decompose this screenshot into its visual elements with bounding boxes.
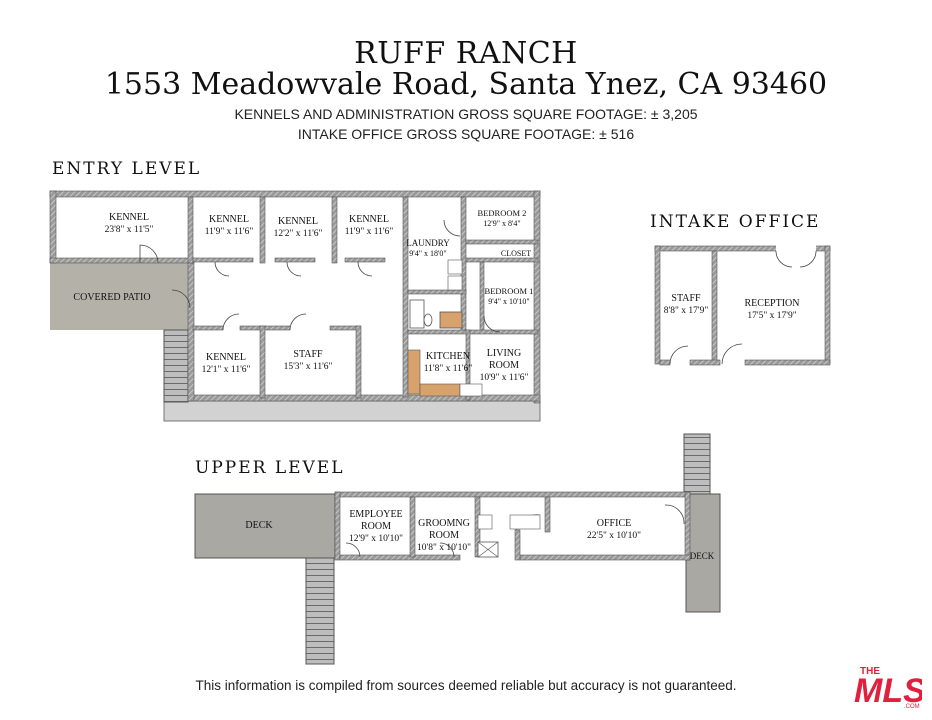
upper-level-plan: DECK EMPLOYEE ROOM 12'9" x 10'10" GROOMN…: [194, 433, 721, 665]
mls-logo: THE MLS .COM: [854, 666, 922, 710]
intake-staff-dim: 8'8" x 17'9": [664, 306, 709, 316]
intake-sqft-label: INTAKE OFFICE GROSS SQUARE FOOTAGE: ± 51…: [297, 126, 635, 142]
intake-staff-label: STAFF: [671, 293, 701, 304]
svg-text:.COM: .COM: [904, 704, 920, 710]
employee-room-label-2: ROOM: [361, 521, 391, 532]
intake-office-heading: INTAKE OFFICE: [650, 212, 820, 232]
kennel-3-dim: 12'2" x 11'6": [274, 229, 323, 239]
kennel-4-dim: 11'9" x 11'6": [345, 227, 394, 237]
right-deck-label: DECK: [690, 551, 715, 561]
kennels-sqft-label: KENNELS AND ADMINISTRATION GROSS SQUARE …: [234, 106, 698, 122]
employee-room-label-1: EMPLOYEE: [349, 509, 402, 520]
walkway: [163, 400, 541, 422]
kennel-1-label: KENNEL: [109, 212, 149, 223]
office-dim: 22'5" x 10'10": [587, 531, 641, 541]
fixtures: [407, 259, 483, 397]
kennel-2-dim: 11'9" x 11'6": [205, 227, 254, 237]
entry-level-plan: KENNEL 23'8" x 11'5" KENNEL 11'9" x 11'6…: [49, 190, 541, 422]
upper-fixtures: [477, 514, 541, 558]
right-deck-area: [685, 493, 721, 613]
svg-text:MLS: MLS: [854, 672, 922, 710]
kennel-1-dim: 23'8" x 11'5": [105, 225, 154, 235]
grooming-room-label-1: GROOMNG: [418, 518, 470, 529]
upper-stairs-right: [683, 433, 711, 495]
living-room-dim: 10'9" x 11'6": [480, 373, 529, 383]
kitchen-dim: 11'8" x 11'6": [424, 364, 473, 374]
upper-deck-label: DECK: [245, 520, 273, 531]
covered-patio-area: [50, 262, 192, 330]
disclaimer-text: This information is compiled from source…: [195, 678, 737, 693]
entry-level-heading: ENTRY LEVEL: [52, 159, 201, 179]
laundry-label: LAUNDRY: [406, 238, 450, 248]
reception-dim: 17'5" x 17'9": [747, 311, 796, 321]
upper-deck-area: [194, 493, 336, 559]
covered-patio-label: COVERED PATIO: [73, 292, 150, 303]
property-address: 1553 Meadowvale Road, Santa Ynez, CA 934…: [104, 67, 828, 102]
kennel-5-dim: 12'1" x 11'6": [202, 365, 251, 375]
reception-label: RECEPTION: [745, 298, 800, 309]
office-label: OFFICE: [597, 518, 631, 529]
employee-room-dim: 12'9" x 10'10": [349, 534, 403, 544]
intake-office-plan: STAFF 8'8" x 17'9" RECEPTION 17'5" x 17'…: [654, 244, 831, 366]
kennel-4-label: KENNEL: [349, 214, 389, 225]
bedroom-1-dim: 9'4" x 10'10": [488, 297, 529, 306]
laundry-dim: 9'4" x 18'0": [409, 249, 446, 258]
entry-stairs: [163, 329, 189, 403]
bedroom-2-dim: 12'9" x 8'4": [483, 219, 520, 228]
bedroom-1-label: BEDROOM 1: [485, 286, 534, 296]
kennel-5-label: KENNEL: [206, 352, 246, 363]
kennel-2-label: KENNEL: [209, 214, 249, 225]
bedroom-2-label: BEDROOM 2: [478, 208, 527, 218]
living-room-label-2: ROOM: [489, 360, 519, 371]
page-title: RUFF RANCH: [354, 36, 578, 71]
grooming-room-dim: 10'8" x 10'10": [417, 543, 471, 553]
upper-stairs-left: [305, 557, 335, 665]
svg-text:THE: THE: [860, 666, 880, 677]
staff-label: STAFF: [293, 349, 323, 360]
kitchen-label: KITCHEN: [426, 351, 470, 362]
staff-dim: 15'3" x 11'6": [284, 362, 333, 372]
living-room-label-1: LIVING: [487, 348, 521, 359]
upper-level-heading: UPPER LEVEL: [195, 458, 345, 478]
kennel-3-label: KENNEL: [278, 216, 318, 227]
closet-label: CLOSET: [501, 249, 531, 258]
grooming-room-label-2: ROOM: [429, 530, 459, 541]
